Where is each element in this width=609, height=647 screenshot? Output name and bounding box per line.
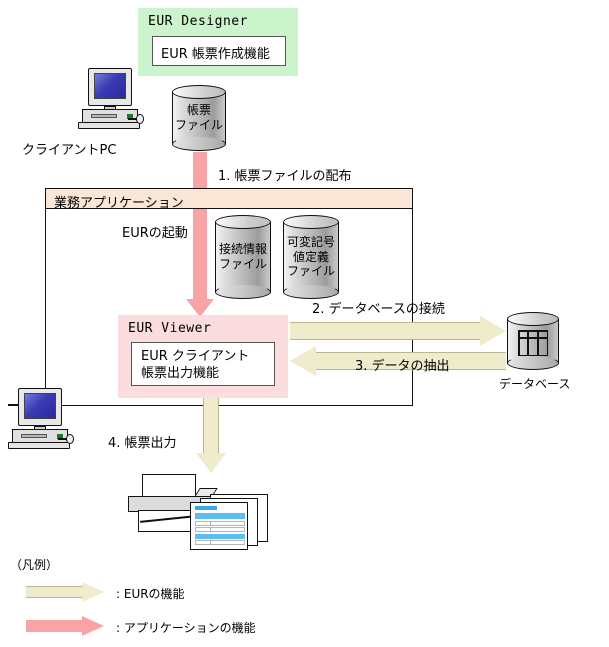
pc-tower-icon [82,109,138,123]
arrow-head [480,316,506,346]
cylinder-body [172,92,226,144]
connection-info-label: 接続情報 ファイル [215,215,271,299]
eur-designer-function-box: EUR 帳票作成機能 [152,36,286,66]
connection-info-line2: ファイル [218,257,267,271]
cylinder-top [215,215,271,229]
eur-start-label: EURの起動 [122,226,188,241]
printed-forms-stack [190,494,268,550]
cylinder-bottom [172,137,226,151]
form-row [195,521,245,526]
keyboard-icon [78,122,140,129]
database-table-grid-icon [518,330,548,356]
database-connect-arrow [290,316,506,346]
monitor-icon [88,68,132,106]
eur-designer-function-label: EUR 帳票作成機能 [161,47,270,62]
arrow-head [290,346,316,376]
legend-application-function-label: : アプリケーションの機能 [116,621,256,635]
step-1-label: 1. 帳票ファイルの配布 [218,169,352,184]
cylinder-body [215,222,271,292]
arrow-shaft [26,586,82,598]
pc-tower-icon [12,429,68,443]
client-pc-icon [78,68,144,130]
cylinder-top [172,85,226,99]
legend-eur-function-label: : EURの機能 [116,587,185,601]
eur-viewer-function-line1: EUR クライアント [141,349,250,364]
symbol-definition-line1: 可変記号 [286,235,335,250]
step-3-label: 3. データの抽出 [355,359,450,374]
form-file-label-line2: ファイル [174,118,223,132]
database-icon [507,312,559,370]
printed-form-page [190,502,248,550]
arrow-head [82,616,104,636]
database-label: データベース [499,377,571,391]
power-led [127,114,133,119]
cylinder-bottom [507,356,559,370]
arrow-shaft [316,352,506,370]
monitor-screen [24,393,56,419]
step-4-label: 4. 帳票出力 [108,436,177,451]
connection-info-line1: 接続情報 [218,242,267,257]
arrow-shaft [290,322,480,340]
symbol-definition-line2: 値定義 [292,249,329,264]
form-row [195,527,245,532]
mouse-icon [136,114,144,124]
data-extract-arrow [290,346,506,376]
cylinder-bottom [215,285,271,299]
monitor-screen [94,73,126,99]
symbol-definition-label: 可変記号 値定義 ファイル [283,215,339,299]
form-row [195,540,245,545]
arrow-shaft [203,398,219,453]
output-pc-icon [8,388,74,450]
legend-eur-function-arrow [26,582,104,602]
client-pc-label: クライアントPC [22,143,117,158]
arrow-shaft [26,620,82,632]
business-application-title: 業務アプリケーション [54,196,184,211]
business-application-header [46,189,412,209]
form-file-label: 帳票 ファイル [172,85,226,151]
eur-viewer-function-box: EUR クライアント 帳票出力機能 [131,342,275,386]
symbol-definition-line3: ファイル [286,264,335,279]
eur-designer-title: EUR Designer [148,14,248,29]
legend-title: （凡例） [10,558,59,572]
printer-paper-feed [142,474,196,498]
monitor-icon [18,388,62,426]
drive-slot [21,434,47,438]
mouse-cord [58,438,67,440]
eur-viewer-function-line2: 帳票出力機能 [141,366,220,382]
power-led [57,434,63,439]
form-header-bar [195,513,245,519]
cylinder-top [283,215,339,229]
symbol-definition-file-cylinder: 可変記号 値定義 ファイル [283,215,339,299]
form-header-bar [195,534,245,539]
step-2-label: 2. データベースの接続 [312,302,445,317]
connection-info-file-cylinder: 接続情報 ファイル [215,215,271,299]
arrow-head [186,299,214,317]
legend-application-function-arrow [26,616,104,636]
arrow-head [196,453,226,473]
cylinder-body [283,222,339,292]
mouse-cord [128,118,137,120]
arrow-head [82,582,104,602]
eur-viewer-title: EUR Viewer [128,321,212,336]
keyboard-icon [8,442,70,449]
form-file-label-line1: 帳票 [186,103,211,118]
cylinder-top [507,312,559,326]
mouse-icon [66,434,74,444]
form-output-arrow [195,398,227,473]
drive-slot [91,114,117,118]
cylinder-bottom [283,285,339,299]
business-application-box [45,188,413,406]
form-file-cylinder: 帳票 ファイル [172,85,226,151]
form-title-bar [195,506,217,510]
eur-viewer-function-label: EUR クライアント 帳票出力機能 [141,348,249,382]
